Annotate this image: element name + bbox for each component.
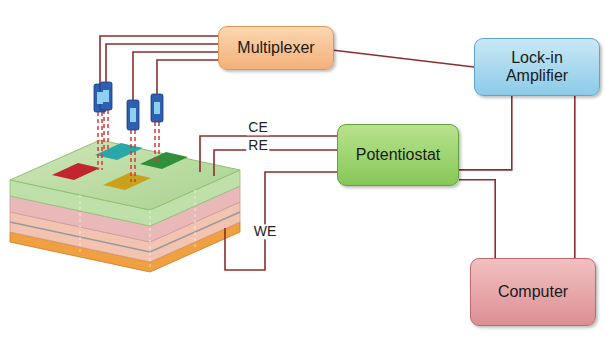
electrode-label: RE: [246, 138, 269, 153]
lock-in-amplifier-box: Lock-in Amplifier: [474, 38, 600, 96]
signal-wire: [334, 50, 474, 67]
electrode-label: CE: [246, 120, 269, 135]
substrate-stack: [10, 140, 240, 272]
multiplexer-box: Multiplexer: [218, 26, 334, 70]
probe-wires: [100, 36, 218, 100]
box-label: Potentiostat: [356, 146, 441, 164]
potentiostat-box: Potentiostat: [337, 124, 459, 186]
box-label: Multiplexer: [237, 39, 314, 57]
computer-box: Computer: [470, 258, 596, 326]
box-label: Lock-in Amplifier: [483, 49, 591, 86]
signal-wire: [574, 96, 576, 258]
signal-wire: [459, 180, 495, 258]
signal-wire: [459, 96, 512, 170]
optical-probes: [94, 82, 163, 182]
electrode-label: WE: [252, 224, 279, 239]
electrode-wires: [200, 136, 337, 270]
box-label: Computer: [498, 283, 568, 301]
